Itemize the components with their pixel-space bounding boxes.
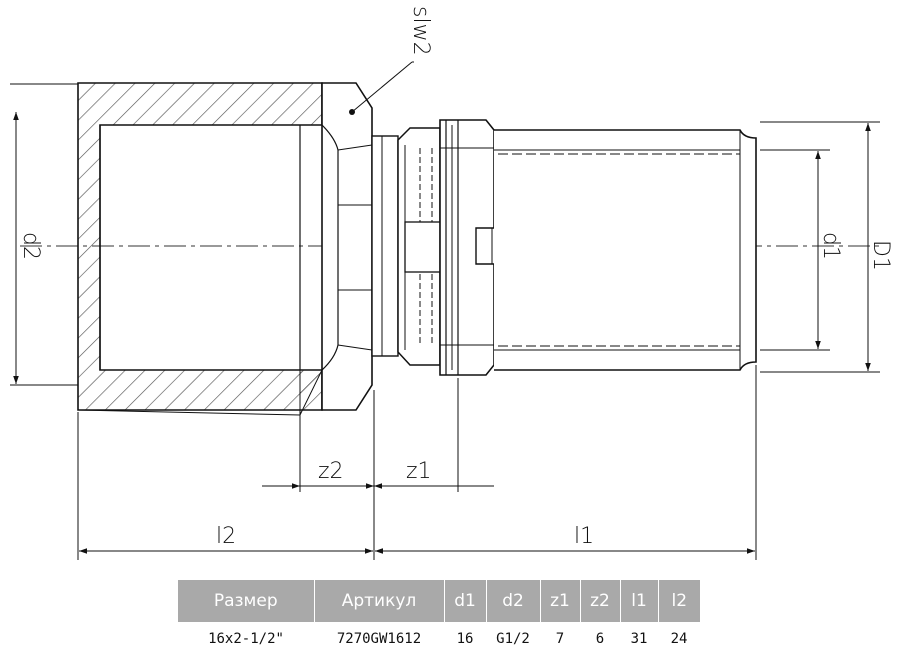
label-d1: d1 <box>818 232 843 260</box>
cell-size: 16x2-1/2" <box>208 631 284 647</box>
press-ring <box>397 119 518 376</box>
table-row: 16x2-1/2" 7270GW1612 16 G1/2 7 6 31 24 <box>178 622 700 656</box>
cell-l2: 24 <box>670 631 688 647</box>
header-l1: l1 <box>620 580 659 622</box>
spec-table: Размер Артикул d1 d2 z1 z2 l1 l2 16x2-1/… <box>178 580 700 656</box>
cell-d2: G1/2 <box>496 631 530 647</box>
label-l2: l2 <box>216 524 236 549</box>
table-header-row: Размер Артикул d1 d2 z1 z2 l1 l2 <box>178 580 700 622</box>
cell-z1: 7 <box>555 631 565 647</box>
header-size: Размер <box>178 580 315 622</box>
header-d1: d1 <box>444 580 487 622</box>
label-d2: d2 <box>18 232 43 260</box>
press-sleeve <box>494 129 757 371</box>
header-z2: z2 <box>580 580 621 622</box>
extension-lines <box>10 83 880 560</box>
label-D1: D1 <box>868 240 893 271</box>
hex-nut <box>321 82 373 411</box>
leader-dot <box>349 109 355 115</box>
label-z2: z2 <box>318 459 344 484</box>
cell-d1: 16 <box>456 631 474 647</box>
cell-l1: 31 <box>630 631 648 647</box>
technical-drawing: slw2 d2 d1 D1 z2 z1 l2 l1 <box>10 6 893 560</box>
header-d2: d2 <box>486 580 541 622</box>
threaded-body <box>77 82 323 416</box>
header-l2: l2 <box>658 580 700 622</box>
cell-article: 7270GW1612 <box>336 631 422 647</box>
label-z1: z1 <box>406 459 432 484</box>
label-l1: l1 <box>574 524 594 549</box>
collar <box>371 135 399 357</box>
header-article: Артикул <box>314 580 445 622</box>
cell-z2: 6 <box>595 631 605 647</box>
header-z1: z1 <box>540 580 581 622</box>
dimension-lines <box>13 61 871 554</box>
label-slw2: slw2 <box>408 6 433 56</box>
